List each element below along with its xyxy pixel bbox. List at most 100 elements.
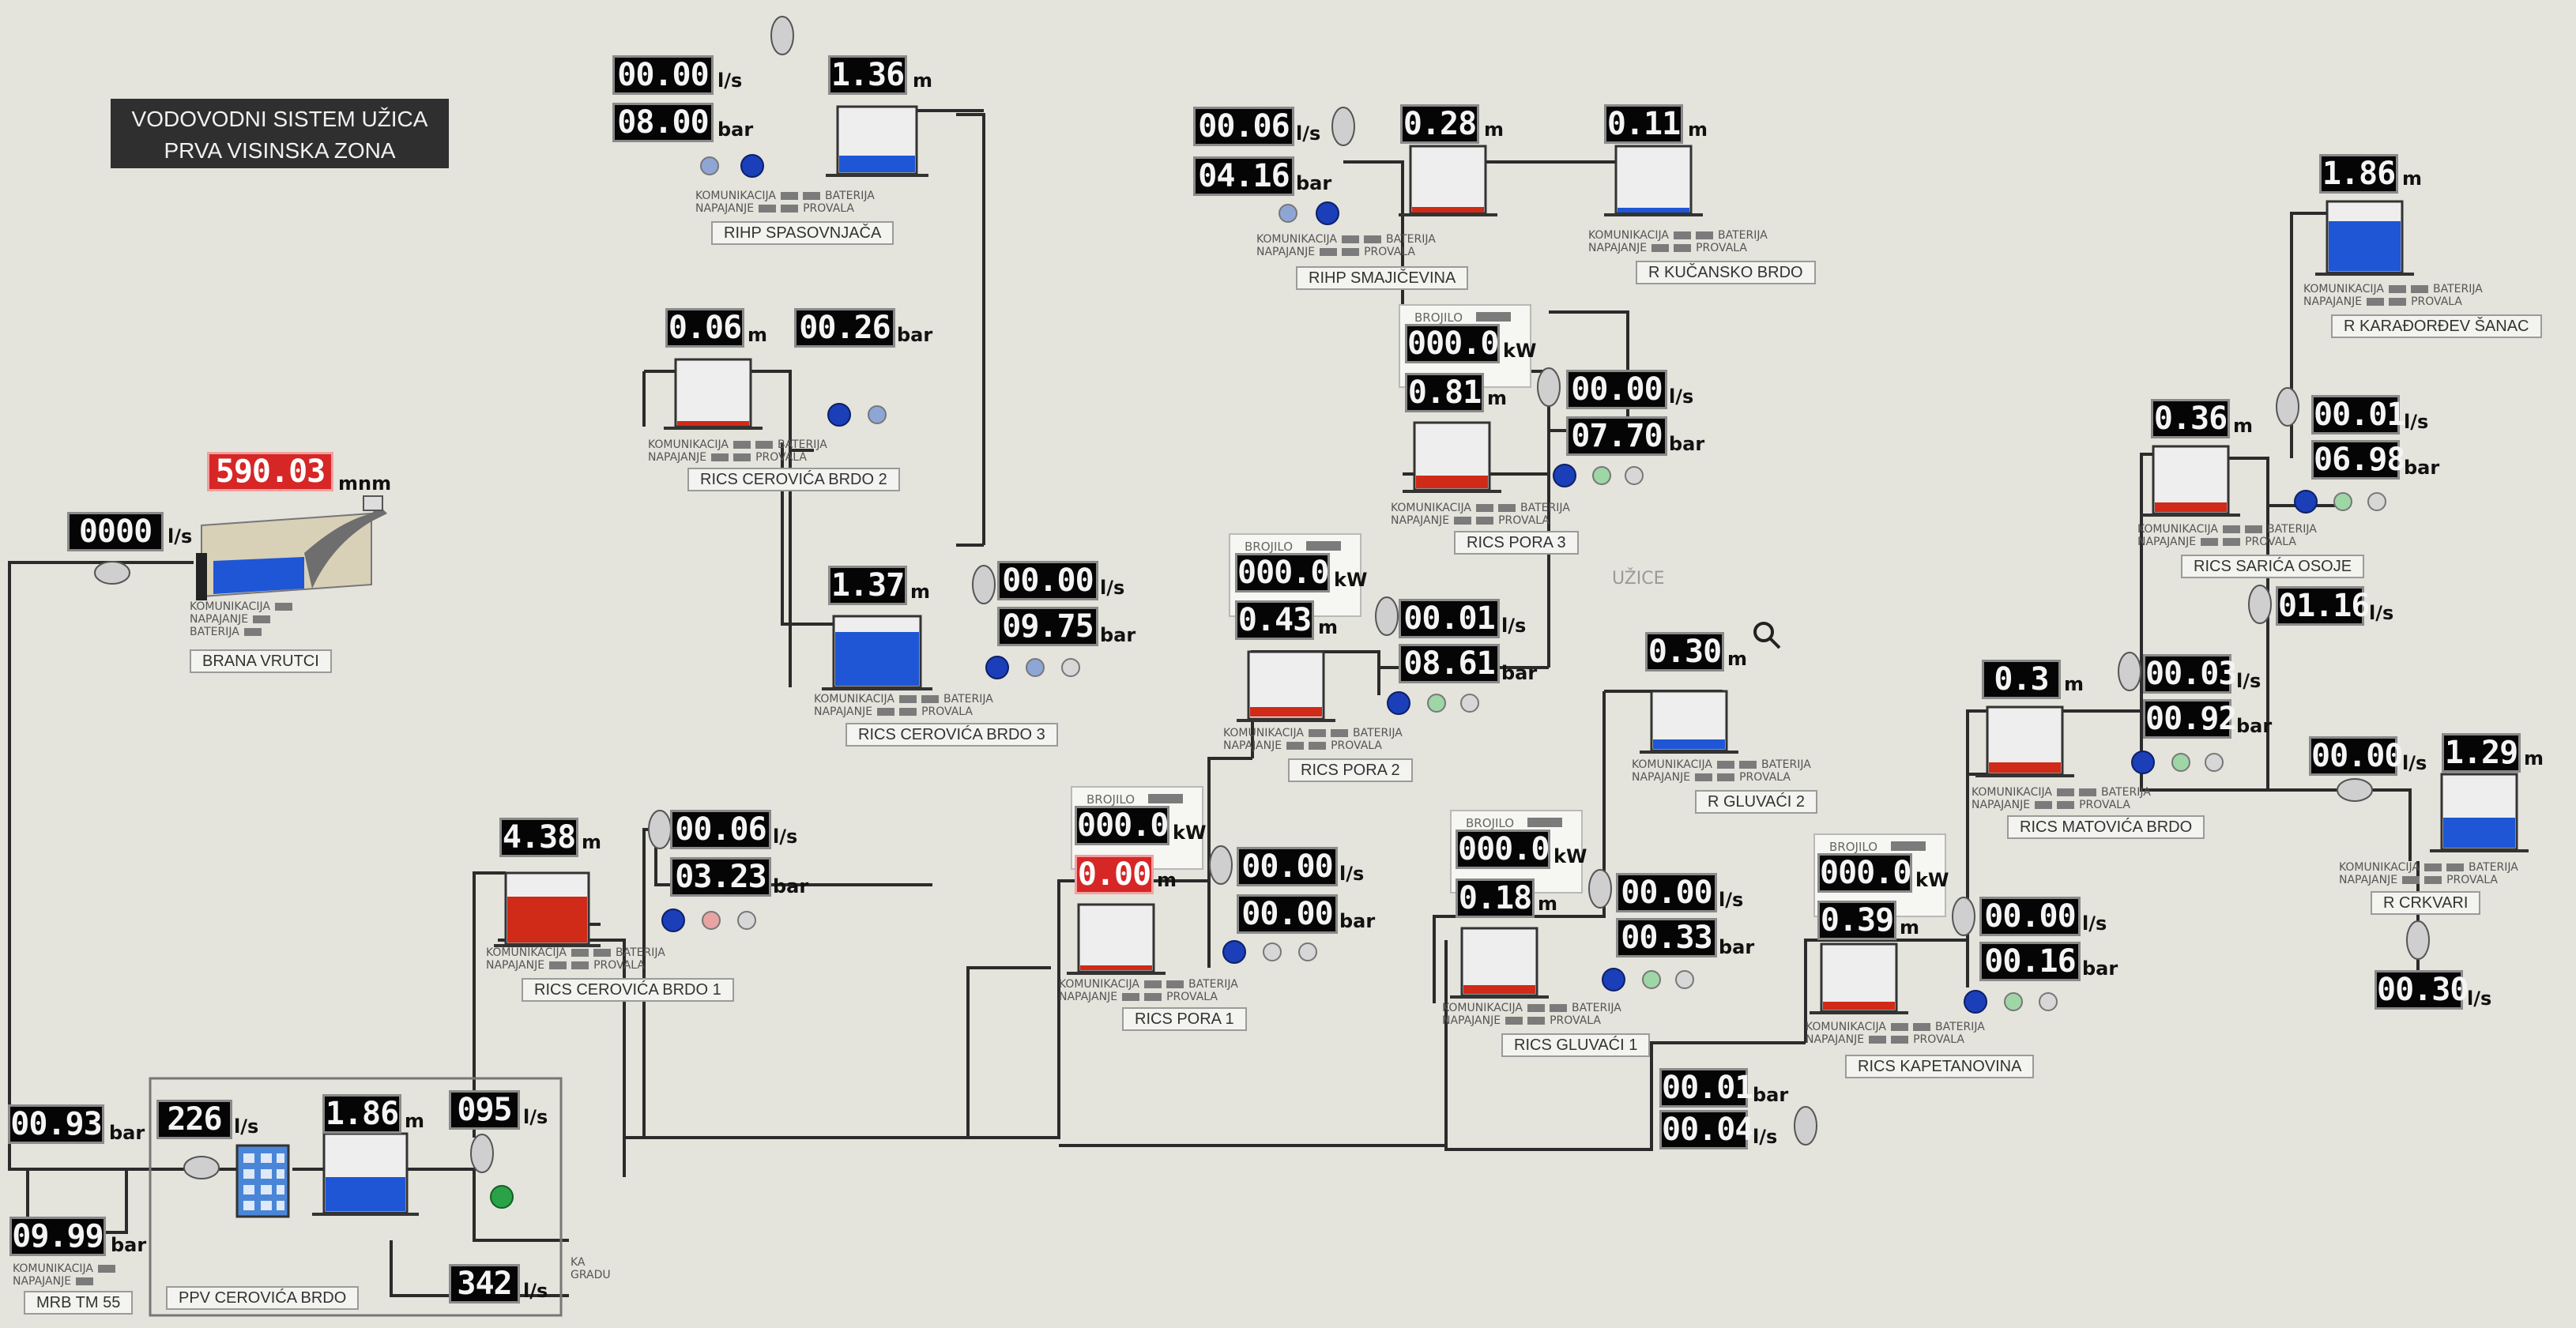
battery-label: BATERIJA xyxy=(190,626,239,638)
comm-led xyxy=(781,192,798,200)
counter-led xyxy=(1891,841,1926,851)
cerovica3-level-unit: m xyxy=(910,581,931,603)
battery-led xyxy=(2245,525,2262,533)
kucansko-status: KOMUNIKACIJA BATERIJA NAPAJANJE PROVALA xyxy=(1588,229,1768,254)
pora2-flow-unit: l/s xyxy=(1501,615,1527,637)
comm-label: KOMUNIKACIJA xyxy=(1223,727,1304,739)
battery-led xyxy=(2411,285,2428,293)
gluvaci1-flow-display: 00.00 xyxy=(1616,873,1717,912)
intrusion-led xyxy=(1527,1017,1546,1025)
matovica-level-display: 0.3 xyxy=(1982,660,2061,699)
intrusion-label: PROVALA xyxy=(1696,242,1747,254)
counter-label: BROJILO xyxy=(1466,816,1514,830)
intrusion-led xyxy=(2057,801,2075,809)
site-label-r-gluvaci-2[interactable]: R GLUVAĆI 2 xyxy=(1695,790,1817,814)
comm-label: KOMUNIKACIJA xyxy=(1391,502,1471,514)
comm-led xyxy=(899,695,917,703)
pora1-level-display: 0.00 xyxy=(1075,855,1154,894)
site-label-rics-sarica-osoje[interactable]: RICS SARIĆA OSOJE xyxy=(2181,555,2365,578)
comm-label: KOMUNIKACIJA xyxy=(648,438,729,451)
cerovica1-flow-unit: l/s xyxy=(773,826,798,848)
power-label: NAPAJANJE xyxy=(1806,1033,1865,1046)
intrusion-led xyxy=(2389,298,2407,306)
site-label-rics-pora-2[interactable]: RICS PORA 2 xyxy=(1288,758,1413,782)
smajicevina-level-display: 0.28 xyxy=(1400,104,1479,144)
site-label-rics-gluvaci-1[interactable]: RICS GLUVAĆI 1 xyxy=(1501,1033,1651,1057)
spasovnjaca-flow-unit: l/s xyxy=(717,70,743,92)
kapetanovina-in-flow-unit: l/s xyxy=(1753,1126,1778,1148)
kapetanovina-level-unit: m xyxy=(1900,916,1920,939)
site-label-r-kucansko-brdo[interactable]: R KUČANSKO BRDO xyxy=(1636,261,1816,284)
site-label-rihp-spasovnjaca[interactable]: RIHP SPASOVNJAČA xyxy=(711,221,894,245)
site-label-r-karadjordjev-sanac[interactable]: R KARAĐORĐEV ŠANAC xyxy=(2331,314,2542,338)
intrusion-label: PROVALA xyxy=(2245,536,2296,548)
site-label-rics-cerovica-brdo-1[interactable]: RICS CEROVIĆA BRDO 1 xyxy=(522,978,734,1002)
smajicevina-pressure-display: 04.16 xyxy=(1193,156,1294,196)
site-label-rics-kapetanovina[interactable]: RICS KAPETANOVINA xyxy=(1845,1055,2035,1078)
battery-led xyxy=(593,949,611,957)
comm-label: KOMUNIKACIJA xyxy=(1632,758,1712,771)
pora2-pressure-display: 08.61 xyxy=(1399,644,1500,683)
intrusion-led xyxy=(2424,876,2442,884)
battery-label: BATERIJA xyxy=(1935,1021,1985,1033)
comm-label: KOMUNIKACIJA xyxy=(1588,229,1669,242)
battery-led xyxy=(1364,235,1381,243)
karadjordjev-level-unit: m xyxy=(2402,167,2423,190)
zoom-magnifier-icon[interactable] xyxy=(1753,622,1781,649)
cerovica3-flow-unit: l/s xyxy=(1100,577,1125,599)
battery-led xyxy=(803,192,820,200)
intrusion-led xyxy=(1717,773,1735,781)
intrusion-label: PROVALA xyxy=(1331,739,1382,752)
pora3-pressure-display: 07.70 xyxy=(1566,416,1667,456)
battery-label: BATERIJA xyxy=(1188,978,1238,991)
site-label-r-crkvari[interactable]: R CRKVARI xyxy=(2371,891,2481,915)
power-label: NAPAJANJE xyxy=(486,959,545,972)
kapetanovina-in-pressure-unit: bar xyxy=(1753,1084,1789,1106)
gluvaci1-pressure-unit: bar xyxy=(1719,936,1755,958)
battery-label: BATERIJA xyxy=(2101,786,2151,799)
site-label-rics-cerovica-brdo-2[interactable]: RICS CEROVIĆA BRDO 2 xyxy=(687,468,900,491)
matovica-pressure-display: 00.92 xyxy=(2143,699,2237,739)
comm-label: KOMUNIKACIJA xyxy=(486,946,567,959)
pora2-power-unit: kW xyxy=(1334,569,1368,591)
site-label-rics-pora-1[interactable]: RICS PORA 1 xyxy=(1122,1007,1247,1031)
site-label-rihp-smajicevina[interactable]: RIHP SMAJIČEVINA xyxy=(1296,266,1469,290)
site-label-ppv-cerovica-brdo[interactable]: PPV CEROVIĆA BRDO xyxy=(166,1286,360,1310)
comm-label: KOMUNIKACIJA xyxy=(1972,786,2052,799)
battery-led xyxy=(921,695,939,703)
comm-led xyxy=(571,949,589,957)
power-label: NAPAJANJE xyxy=(1588,242,1648,254)
site-label-mrb[interactable]: MRB TM 55 xyxy=(24,1291,134,1315)
intrusion-label: PROVALA xyxy=(803,202,854,215)
intrusion-label: PROVALA xyxy=(1166,991,1218,1003)
power-led xyxy=(759,205,777,213)
site-label-rics-pora-3[interactable]: RICS PORA 3 xyxy=(1454,531,1579,555)
ppv-level-display: 1.86 xyxy=(322,1094,401,1134)
filter-ppv-cerovica-brdo xyxy=(235,1144,290,1218)
site-label-rics-cerovica-brdo-3[interactable]: RICS CEROVIĆA BRDO 3 xyxy=(845,723,1058,747)
counter-led xyxy=(1306,541,1341,551)
comm-led xyxy=(1717,761,1734,769)
kucansko-level-unit: m xyxy=(1688,119,1708,141)
comm-label: KOMUNIKACIJA xyxy=(13,1262,93,1275)
power-label: NAPAJANJE xyxy=(1256,246,1316,258)
ppv-flow-display: 226 xyxy=(156,1100,232,1139)
spasovnjaca-level-display: 1.36 xyxy=(828,55,907,95)
kapetanovina-power-display: 000.0 xyxy=(1817,853,1912,893)
intrusion-led xyxy=(1342,248,1360,256)
battery-label: BATERIJA xyxy=(1718,229,1768,242)
site-label-rics-matovica-brdo[interactable]: RICS MATOVIĆA BRDO xyxy=(2007,815,2205,839)
power-label: NAPAJANJE xyxy=(1059,991,1118,1003)
comm-label: KOMUNIKACIJA xyxy=(2137,523,2218,536)
site-label-brana-vrutci[interactable]: BRANA VRUTCI xyxy=(190,649,332,673)
status-lamps xyxy=(700,156,2386,1011)
pora3-power-unit: kW xyxy=(1503,340,1537,362)
battery-led xyxy=(2079,788,2096,796)
pora1-power-unit: kW xyxy=(1173,822,1207,844)
kucansko-level-display: 0.11 xyxy=(1604,104,1683,144)
spasovnjaca-pressure-display: 08.00 xyxy=(612,103,714,142)
power-led xyxy=(1869,1036,1887,1044)
